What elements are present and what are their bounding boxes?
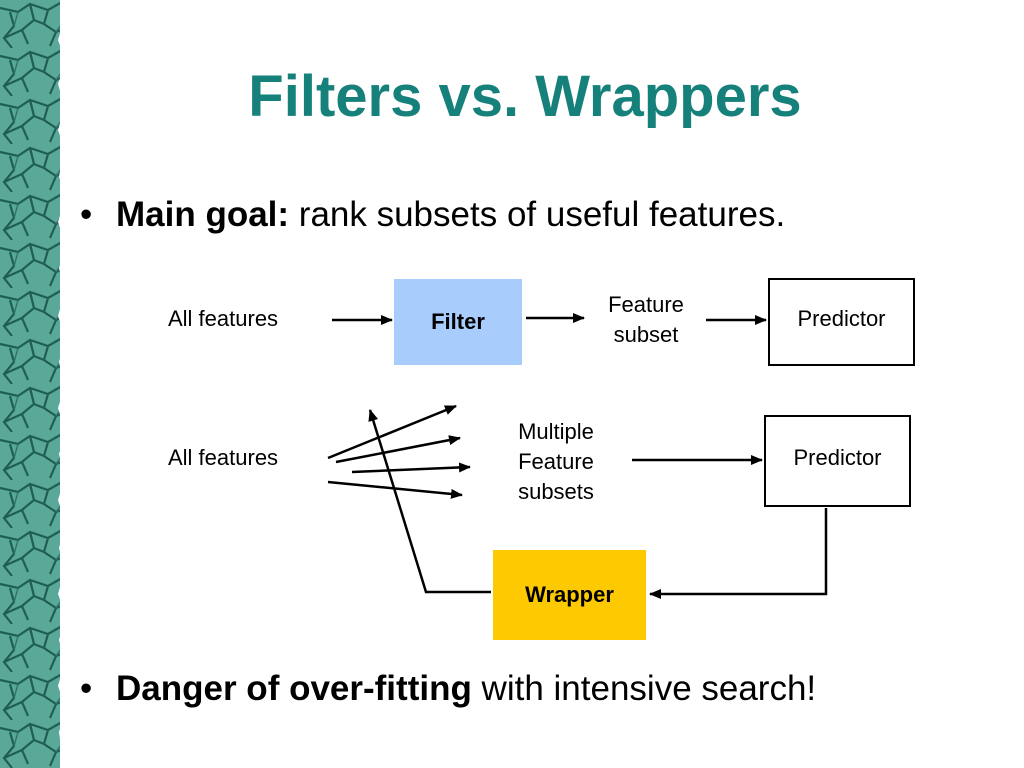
wrapper-input-label: All features bbox=[168, 445, 279, 470]
multiple-subsets-line2: Feature bbox=[518, 449, 594, 474]
bullet-bold-text: Main goal: bbox=[116, 195, 290, 234]
arrow-features-fan-2 bbox=[335, 435, 461, 464]
bullet-dot-icon: • bbox=[80, 195, 93, 234]
bullet-rest-text: rank subsets of useful features. bbox=[289, 195, 786, 234]
cracked-stone-border-icon bbox=[0, 0, 70, 768]
filter-box-label: Filter bbox=[431, 309, 485, 334]
wrapper-predictor-box: Predictor bbox=[764, 415, 911, 507]
arrow-features-fan-4 bbox=[327, 480, 463, 499]
feature-subset-label-line2: subset bbox=[613, 322, 679, 347]
arrow-predictor-to-wrapper bbox=[649, 508, 828, 599]
multiple-subsets-line3: subsets bbox=[518, 479, 594, 504]
page-title: Filters vs. Wrappers bbox=[248, 64, 802, 129]
multiple-subsets-line1: Multiple bbox=[518, 419, 594, 444]
wrapper-predictor-label: Predictor bbox=[793, 445, 882, 470]
filter-input-label: All features bbox=[168, 306, 279, 331]
multiple-feature-subsets-label: Multiple Feature subsets bbox=[498, 417, 614, 507]
wrapper-box-label: Wrapper bbox=[525, 582, 614, 607]
feature-subset-label: Feature subset bbox=[596, 290, 696, 350]
arrow-features-fan-3 bbox=[351, 462, 471, 474]
bullet-rest-text: with intensive search! bbox=[471, 669, 817, 708]
filter-predictor-box: Predictor bbox=[768, 278, 915, 366]
arrow-features-fan-1 bbox=[327, 404, 457, 460]
arrow-wrapper-feedback bbox=[368, 409, 491, 594]
bullet-dot-icon: • bbox=[80, 669, 93, 708]
wrapper-box: Wrapper bbox=[493, 550, 646, 640]
filter-box: Filter bbox=[394, 279, 522, 365]
feature-subset-label-line1: Feature bbox=[608, 292, 684, 317]
bullet-bold-text: Danger of over-fitting bbox=[116, 669, 472, 708]
filter-predictor-label: Predictor bbox=[797, 306, 886, 331]
bullet-danger: • Danger of over-fitting with intensive s… bbox=[80, 668, 816, 710]
bullet-main-goal: • Main goal: rank subsets of useful featu… bbox=[80, 194, 785, 236]
